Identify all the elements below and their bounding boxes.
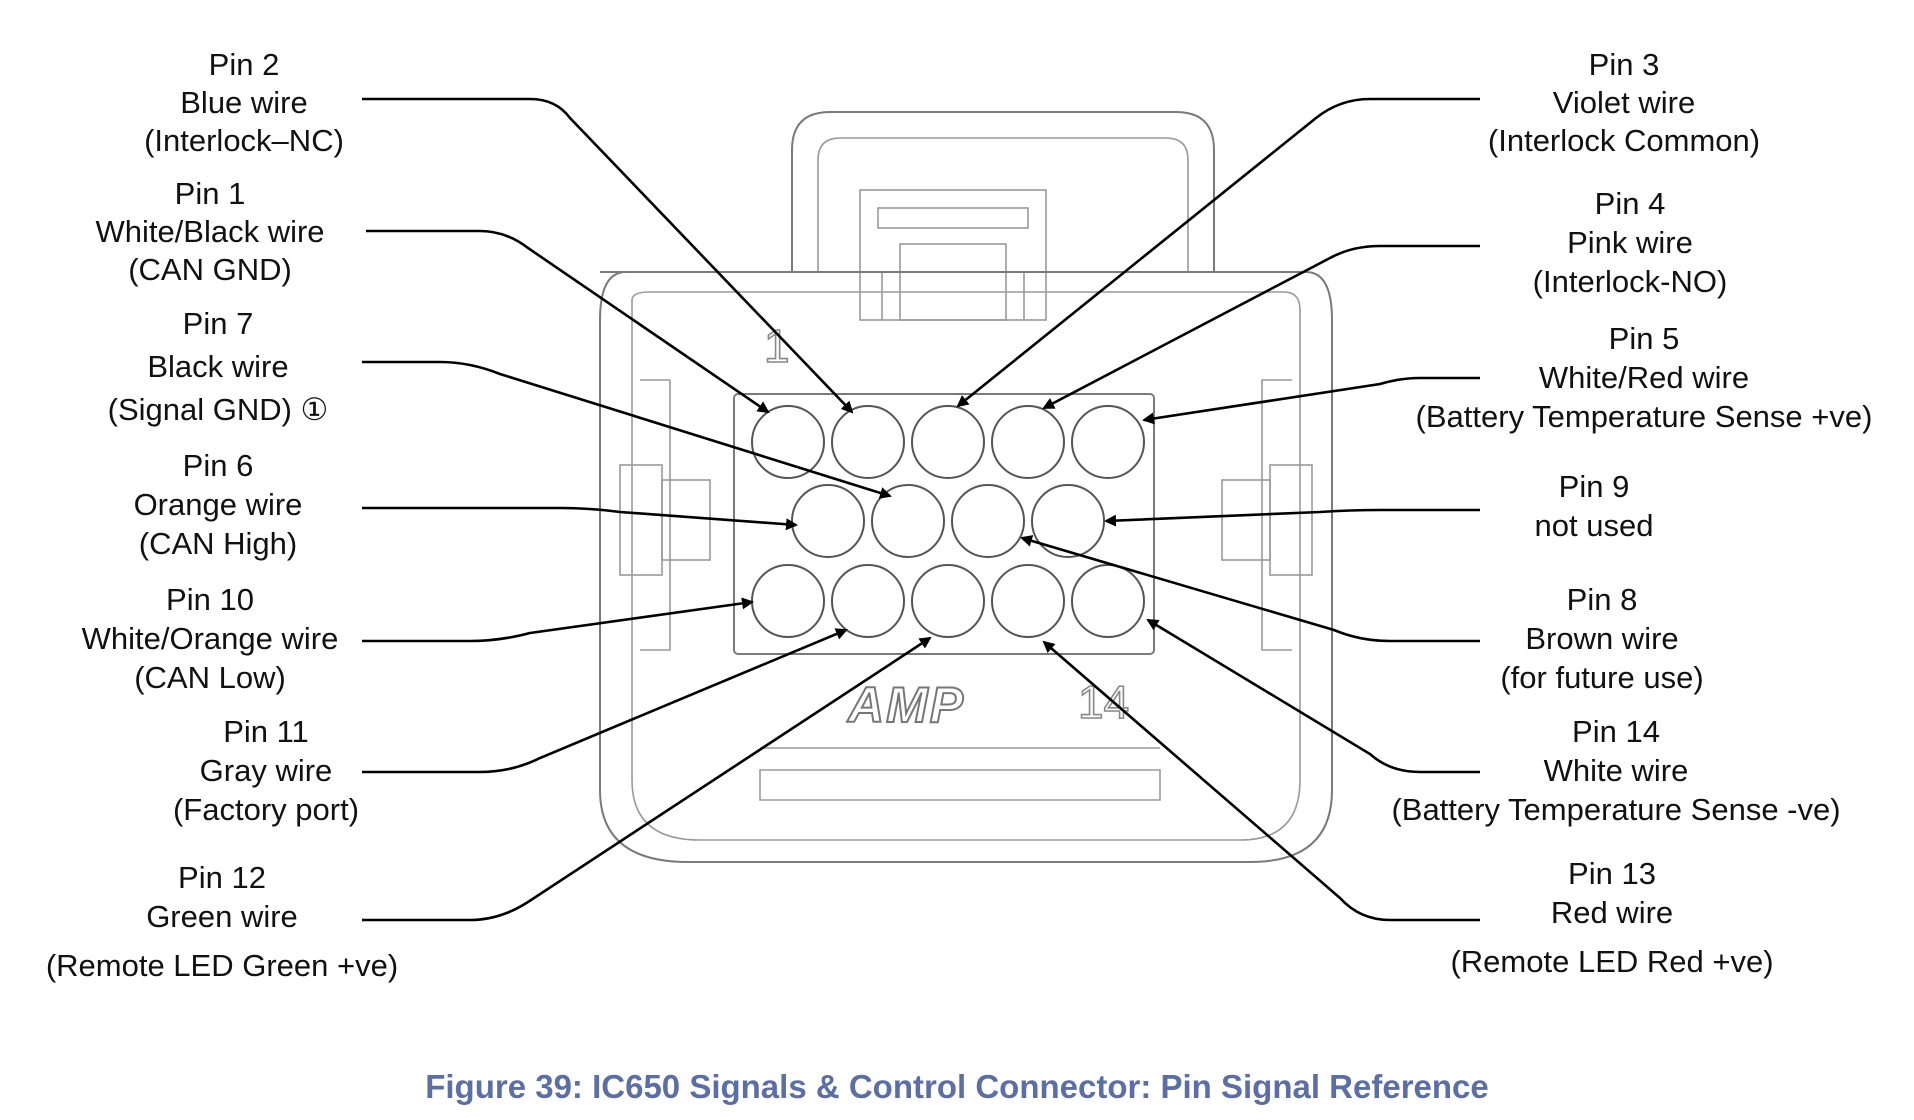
leader-line — [1042, 640, 1480, 922]
label-line: Brown wire — [1525, 621, 1678, 656]
amp-logo: AMP — [846, 677, 965, 733]
label-line: (Factory port) — [173, 792, 359, 827]
label-pin4: Pin 4 Pink wire (Interlock-NO) — [1533, 186, 1728, 299]
label-line: Pin 3 — [1589, 47, 1660, 82]
label-line: White/Black wire — [95, 214, 324, 249]
pin-hole — [951, 484, 1025, 558]
label-line: (Interlock Common) — [1488, 123, 1760, 158]
pin-hole — [991, 564, 1065, 638]
pin-hole — [751, 564, 825, 638]
label-line: (for future use) — [1500, 660, 1703, 695]
pin-hole — [831, 564, 905, 638]
pin-hole — [831, 405, 905, 479]
leader-lines — [362, 97, 1480, 922]
label-line: White wire — [1544, 753, 1689, 788]
label-line: Pin 11 — [223, 714, 309, 749]
pin-holes — [751, 405, 1145, 638]
label-line: Pink wire — [1567, 225, 1693, 260]
label-line: Pin 7 — [183, 306, 254, 341]
label-line: (Interlock–NC) — [144, 123, 344, 158]
label-line: Pin 9 — [1559, 469, 1630, 504]
connector-housing: 1 14 AMP — [599, 111, 1333, 863]
label-line: (Battery Temperature Sense +ve) — [1416, 399, 1873, 434]
leader-line — [362, 636, 932, 922]
label-line: (Remote LED Green +ve) — [46, 948, 398, 983]
leader-line — [362, 97, 854, 414]
leader-line — [1042, 244, 1480, 410]
label-pin7: Pin 7 Black wire (Signal GND) ① — [108, 306, 329, 427]
label-pin12: Pin 12 Green wire (Remote LED Green +ve) — [46, 860, 398, 983]
pin-hole — [1031, 484, 1105, 558]
label-line: Green wire — [146, 899, 298, 934]
label-line: Pin 13 — [1568, 856, 1656, 891]
label-pin10: Pin 10 White/Orange wire (CAN Low) — [82, 582, 339, 695]
label-line: Pin 10 — [166, 582, 254, 617]
label-pin8: Pin 8 Brown wire (for future use) — [1500, 582, 1703, 695]
pin-1-mark: 1 — [764, 320, 790, 372]
label-line: Pin 8 — [1567, 582, 1638, 617]
label-line: Pin 14 — [1572, 714, 1660, 749]
label-line: Orange wire — [134, 487, 303, 522]
leader-line — [1020, 535, 1480, 643]
label-pin11: Pin 11 Gray wire (Factory port) — [173, 714, 359, 827]
leader-line — [1146, 618, 1480, 774]
pin-hole — [791, 484, 865, 558]
label-line: Pin 6 — [183, 448, 254, 483]
label-line: White/Orange wire — [82, 621, 339, 656]
label-line: (CAN High) — [139, 526, 297, 561]
label-pin13: Pin 13 Red wire (Remote LED Red +ve) — [1450, 856, 1773, 979]
leader-line — [1142, 376, 1480, 425]
label-line: Pin 5 — [1609, 321, 1680, 356]
figure-caption: Figure 39: IC650 Signals & Control Conne… — [425, 1068, 1489, 1105]
label-pin6: Pin 6 Orange wire (CAN High) — [134, 448, 303, 561]
pin-hole — [1071, 564, 1145, 638]
pin-hole — [911, 405, 985, 479]
leader-line — [362, 597, 754, 643]
leader-line — [362, 506, 798, 531]
label-line: Pin 12 — [178, 860, 266, 895]
pin-hole — [871, 484, 945, 558]
label-line: Gray wire — [200, 753, 333, 788]
label-line: (Interlock-NO) — [1533, 264, 1728, 299]
label-line: Red wire — [1551, 895, 1673, 930]
pin-hole — [991, 405, 1065, 479]
label-line: (CAN Low) — [134, 660, 286, 695]
label-pin9: Pin 9 not used — [1535, 469, 1654, 543]
label-line: not used — [1535, 508, 1654, 543]
label-line: White/Red wire — [1539, 360, 1749, 395]
label-line: Pin 4 — [1595, 186, 1666, 221]
label-line: Black wire — [147, 349, 288, 384]
leader-line — [362, 360, 892, 499]
label-pin14: Pin 14 White wire (Battery Temperature Sen… — [1391, 714, 1840, 827]
label-line: Pin 2 — [209, 47, 280, 82]
label-line: Violet wire — [1553, 85, 1695, 120]
leader-line — [366, 229, 770, 414]
label-line: Blue wire — [180, 85, 308, 120]
label-pin5: Pin 5 White/Red wire (Battery Temperature … — [1416, 321, 1873, 434]
pin-hole — [751, 405, 825, 479]
label-line: (CAN GND) — [128, 252, 292, 287]
leader-line — [362, 628, 848, 774]
pin-14-mark: 14 — [1078, 676, 1129, 728]
label-line: (Battery Temperature Sense -ve) — [1391, 792, 1840, 827]
leader-line — [1104, 508, 1480, 527]
pin-hole — [911, 564, 985, 638]
leader-line — [956, 97, 1480, 408]
pin-hole — [1071, 405, 1145, 479]
label-line: (Remote LED Red +ve) — [1450, 944, 1773, 979]
label-line: Pin 1 — [175, 176, 246, 211]
label-line: (Signal GND) ① — [108, 392, 329, 427]
